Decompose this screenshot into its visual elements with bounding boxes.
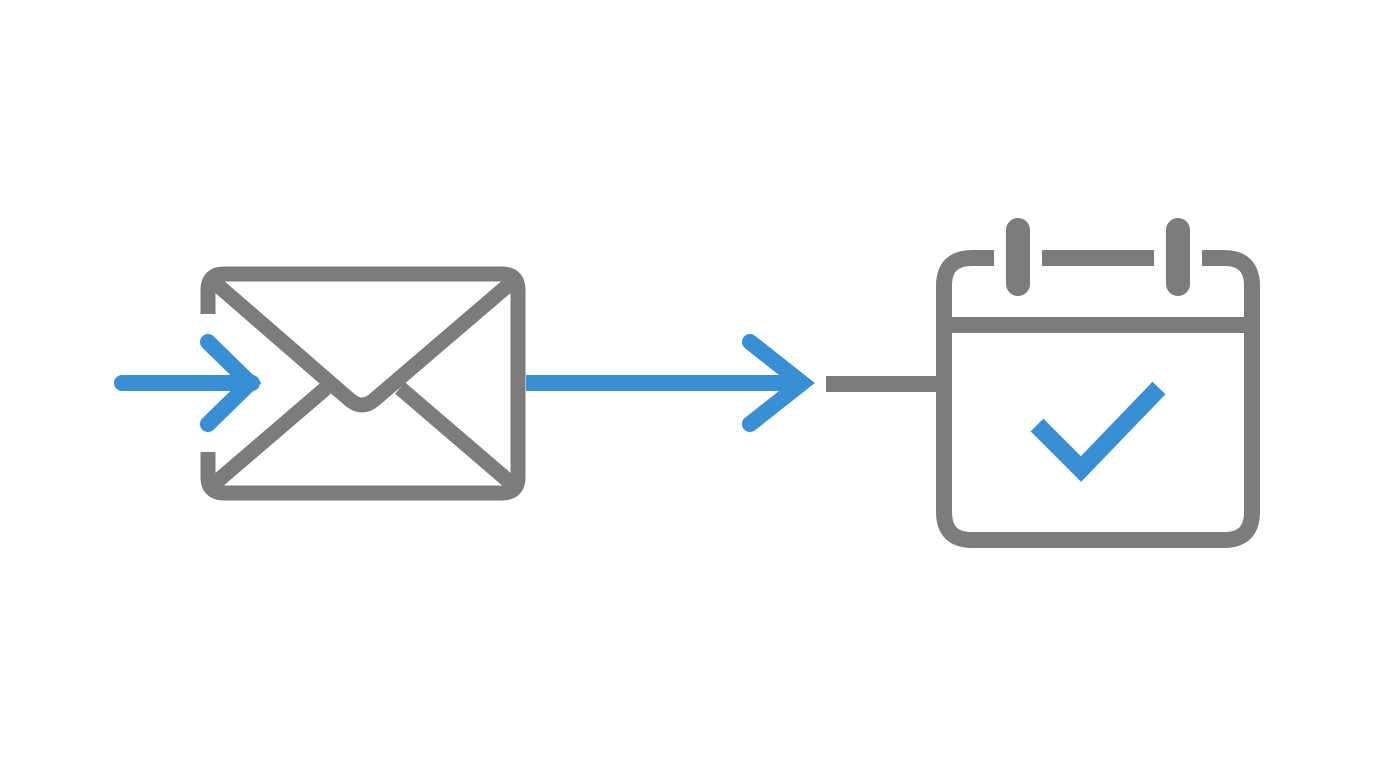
- envelope-fold-right: [395, 382, 517, 490]
- incoming-arrow: [114, 334, 262, 432]
- connecting-arrow-head: [742, 334, 815, 432]
- envelope-fold-left: [209, 382, 331, 490]
- checkmark-icon: [1030, 381, 1166, 482]
- envelope-flap: [209, 276, 517, 413]
- calendar-outline: [936, 250, 1260, 548]
- connecting-arrow: [526, 334, 815, 432]
- envelope-outline: [200, 266, 526, 501]
- calendar-check-icon: [936, 218, 1260, 548]
- incoming-arrow-head: [200, 334, 262, 432]
- envelope-icon: [200, 266, 526, 501]
